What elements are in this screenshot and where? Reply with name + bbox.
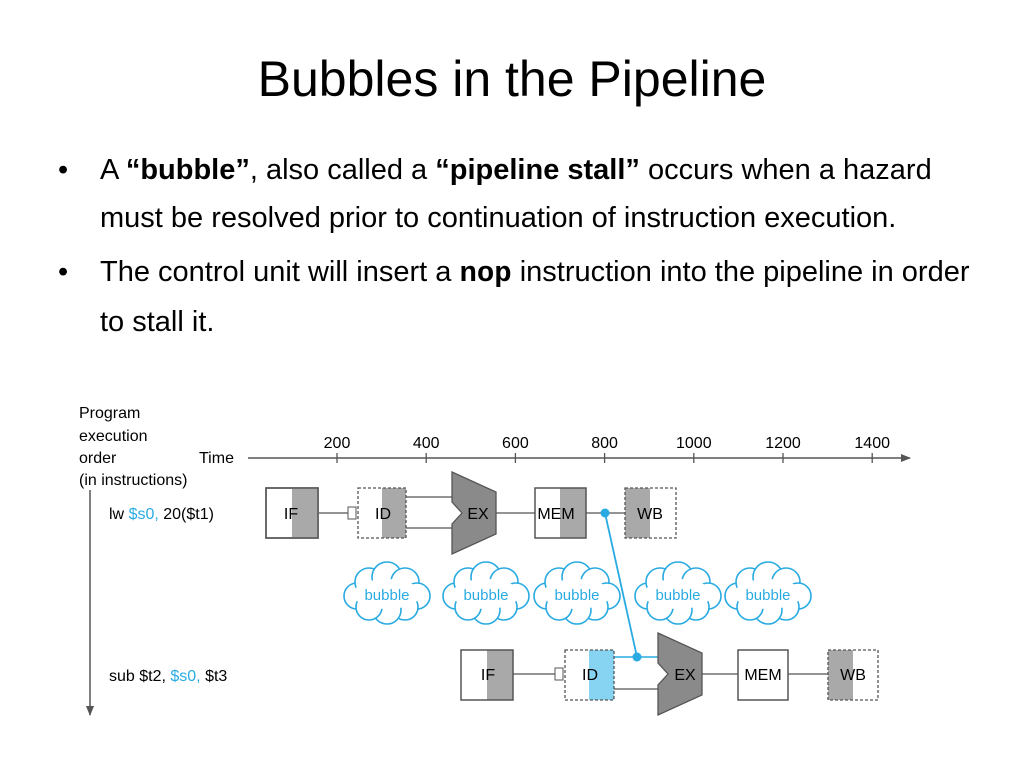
bubble-cloud: bubble xyxy=(442,561,530,625)
time-tick-label: 1400 xyxy=(854,435,890,452)
svg-text:IF: IF xyxy=(284,506,298,523)
bullet-list: • A “bubble”, also called a “pipeline st… xyxy=(58,146,978,352)
bubble-cloud: bubble xyxy=(634,561,722,625)
svg-text:EX: EX xyxy=(467,506,489,523)
axis-label-line: (in instructions) xyxy=(79,472,187,489)
axis-label-line: order xyxy=(79,450,117,467)
stage-id-highlighted: ID xyxy=(564,649,615,701)
slide-title: Bubbles in the Pipeline xyxy=(257,51,767,107)
pipeline-row-sub: IF ID EX MEM WB xyxy=(460,631,879,717)
stage-id: ID xyxy=(357,487,407,539)
time-tick-label: 200 xyxy=(324,435,351,452)
term-bubble: “bubble” xyxy=(125,154,250,186)
bubble-cloud: bubble xyxy=(724,561,812,625)
bullet-marker: • xyxy=(58,154,69,186)
stage-if: IF xyxy=(265,487,319,539)
stage-if: IF xyxy=(460,649,514,701)
time-tick-label: 600 xyxy=(502,435,529,452)
svg-text:EX: EX xyxy=(674,667,696,684)
svg-text:WB: WB xyxy=(840,667,866,684)
bubble-label: bubble xyxy=(463,587,508,604)
stage-wb: WB xyxy=(624,487,677,539)
bubble-cloud: bubble xyxy=(343,561,431,625)
term-pipeline-stall: “pipeline stall” xyxy=(435,154,640,186)
time-axis: Time 200 400 600 800 1000 1200 1400 xyxy=(199,435,911,467)
bubble-cloud: bubble xyxy=(533,561,621,625)
code-nop: nop xyxy=(459,257,512,290)
execution-order-axis: Program execution order (in instructions… xyxy=(79,405,187,716)
bullet-item-nop: • The control unit will insert a nop ins… xyxy=(58,248,978,346)
pipeline-row-lw: IF ID EX MEM WB xyxy=(265,470,677,556)
pipeline-register-icon xyxy=(554,667,564,681)
stage-wb: WB xyxy=(827,649,879,701)
forwarding-path xyxy=(604,512,638,658)
axis-label-line: execution xyxy=(79,428,148,445)
bullet-marker: • xyxy=(58,256,69,288)
axis-label-line: Program xyxy=(79,405,140,422)
time-tick-label: 1200 xyxy=(765,435,801,452)
bullet-text: , also called a xyxy=(249,154,436,186)
time-tick-label: 400 xyxy=(413,435,440,452)
svg-text:ID: ID xyxy=(375,506,391,523)
stage-mem: MEM xyxy=(737,649,789,701)
svg-text:MEM: MEM xyxy=(537,506,574,523)
bullet-item-bubble: • A “bubble”, also called a “pipeline st… xyxy=(58,146,978,242)
svg-text:MEM: MEM xyxy=(744,667,781,684)
bullet-text: A xyxy=(100,154,126,186)
svg-text:WB: WB xyxy=(637,506,663,523)
instruction-label-sub: sub $t2, $s0, $t3 xyxy=(109,668,227,685)
bubble-label: bubble xyxy=(364,587,409,604)
bubble-label: bubble xyxy=(745,587,790,604)
svg-text:IF: IF xyxy=(481,667,495,684)
svg-text:ID: ID xyxy=(582,667,598,684)
bubble-label: bubble xyxy=(554,587,599,604)
time-tick-label: 1000 xyxy=(676,435,712,452)
stage-ex: EX xyxy=(657,631,703,717)
bullet-text: instruction into the pipeline in order t… xyxy=(100,256,970,338)
stage-mem: MEM xyxy=(534,487,587,539)
pipeline-register-icon xyxy=(347,506,357,520)
bubble-label: bubble xyxy=(655,587,700,604)
instruction-label-lw: lw $s0, 20($t1) xyxy=(109,506,214,523)
time-label: Time xyxy=(199,450,234,467)
time-tick-label: 800 xyxy=(591,435,618,452)
forwarding-target-dot xyxy=(632,652,642,662)
bubble-row: bubble bubble bubble bubble bubble xyxy=(343,561,812,625)
bullet-text: The control unit will insert a xyxy=(100,256,460,288)
bullet-text: occurs when a hazard must be resolved pr… xyxy=(100,154,932,234)
forwarding-source-dot xyxy=(600,508,610,518)
stage-ex: EX xyxy=(451,470,497,556)
